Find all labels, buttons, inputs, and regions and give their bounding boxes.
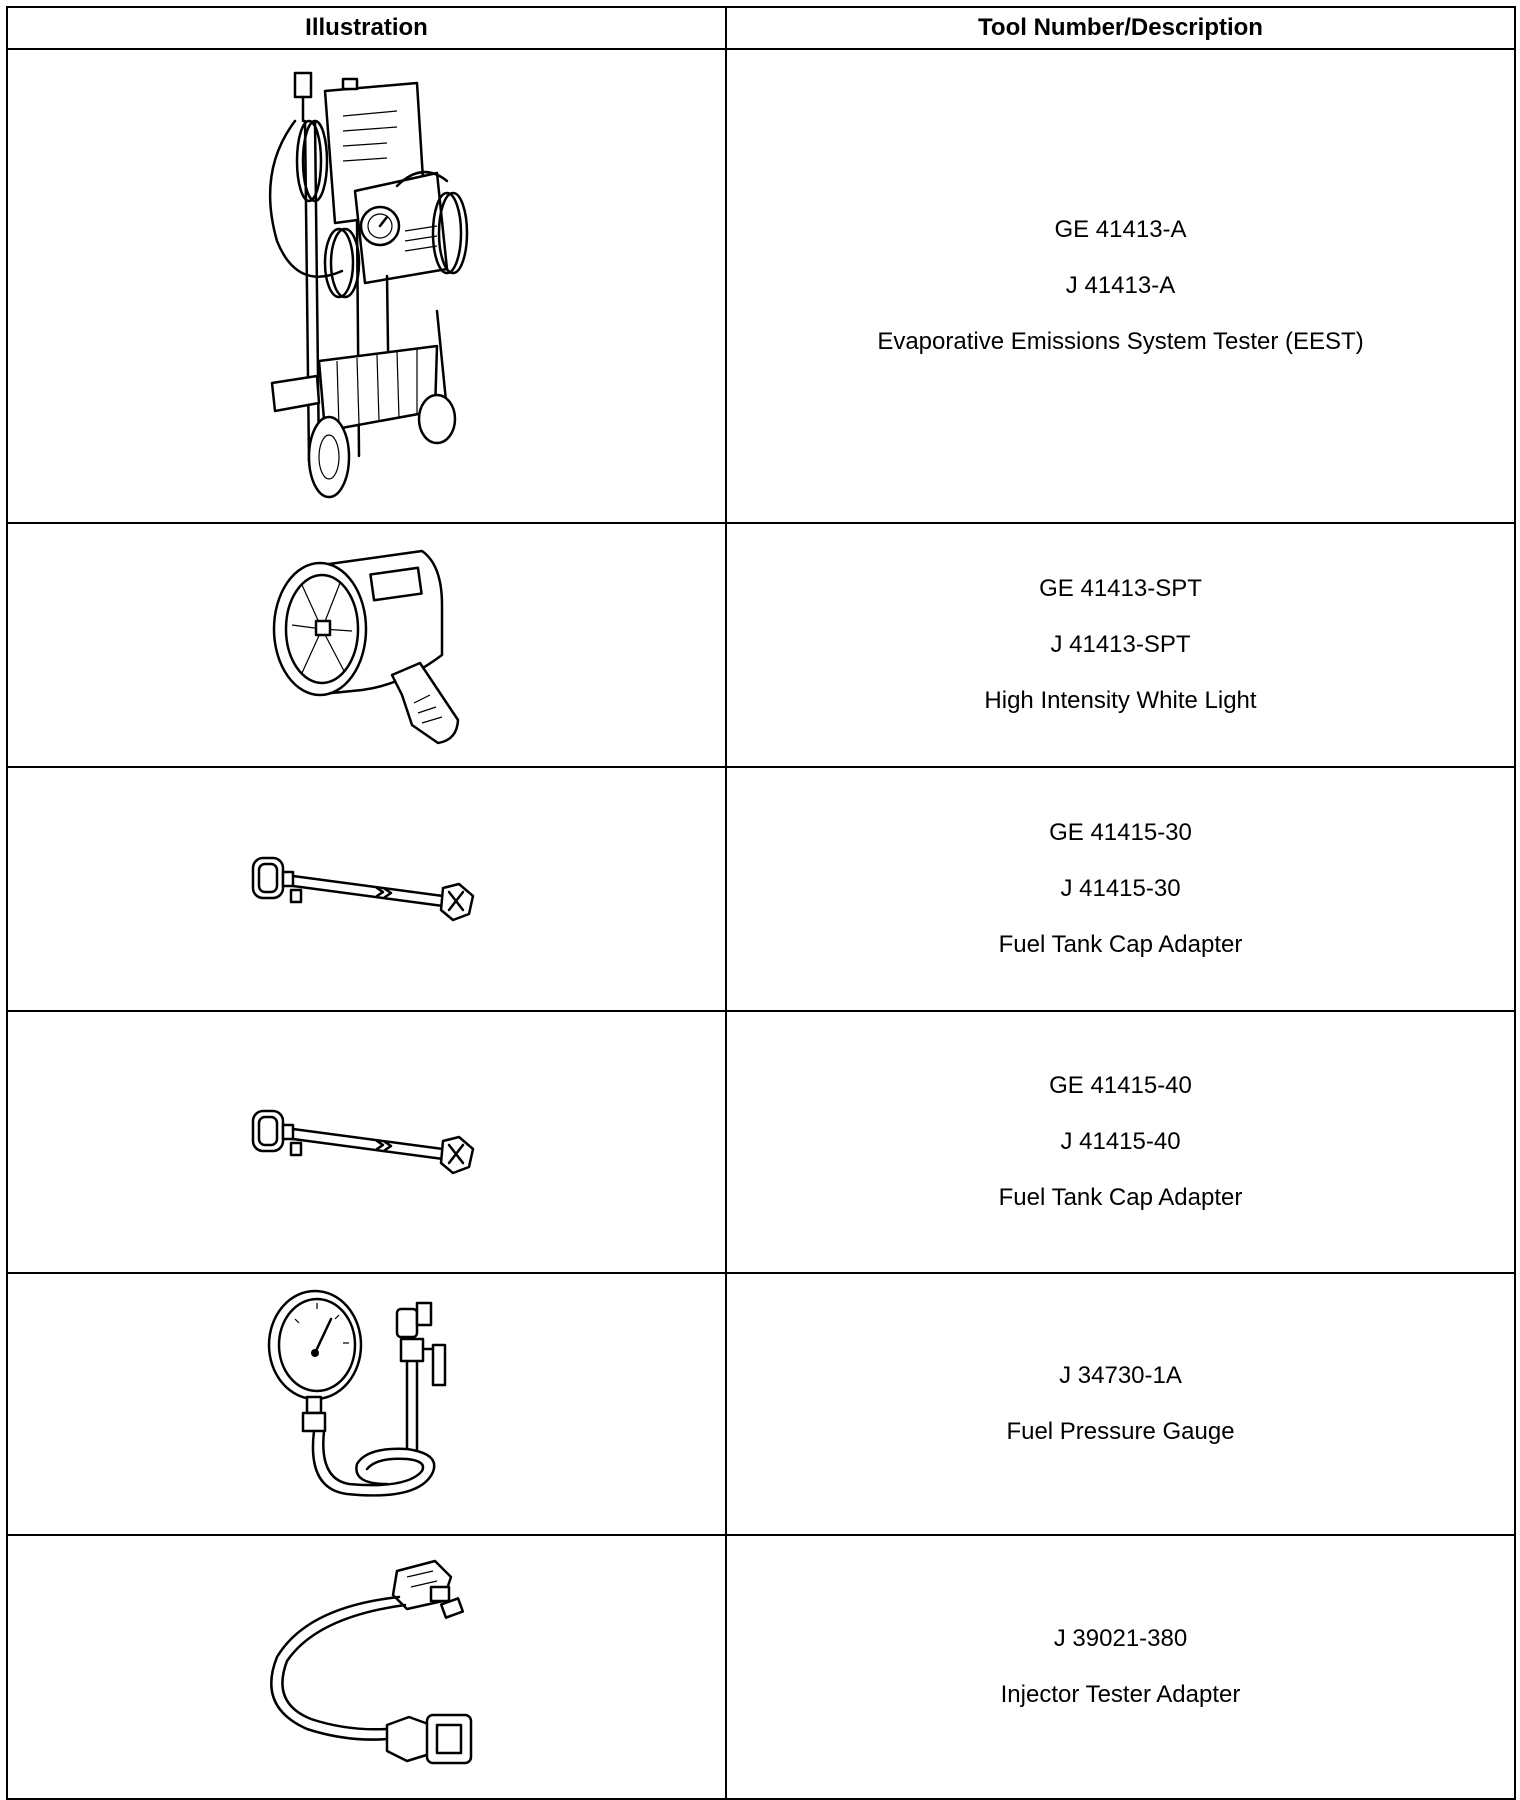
tool-description-cell: GE 41413-A J 41413-A Evaporative Emissio… [725,48,1516,524]
table-row: GE 41415-30 J 41415-30 Fuel Tank Cap Ada… [6,766,1516,1012]
tool-description: Evaporative Emissions System Tester (EES… [877,328,1364,355]
tool-number-j: J 39021-380 [1053,1625,1188,1652]
table-row: GE 41413-SPT J 41413-SPT High Intensity … [6,522,1516,768]
table-row: GE 41415-40 J 41415-40 Fuel Tank Cap Ada… [6,1010,1516,1274]
tool-description: Fuel Tank Cap Adapter [998,931,1243,958]
illustration-cell [6,766,727,1012]
fuel-tank-cap-adapter-icon [251,1109,474,1175]
tool-number-ge: GE 41415-40 [1049,1072,1192,1099]
tool-description-cell: J 39021-380 Injector Tester Adapter [725,1534,1516,1800]
illustration-cell [6,1010,727,1274]
illustration-cell [6,48,727,524]
illustration-cell [6,522,727,768]
tool-description-cell: GE 41415-30 J 41415-30 Fuel Tank Cap Ada… [725,766,1516,1012]
tool-description: Injector Tester Adapter [1000,1681,1241,1708]
special-tools-table: Illustration Tool Number/Description [6,6,1516,1800]
tool-number-j: J 41413-SPT [1050,631,1191,658]
tool-description: Fuel Tank Cap Adapter [998,1184,1243,1211]
fuel-tank-cap-adapter-icon [251,856,474,922]
tool-description-cell: GE 41415-40 J 41415-40 Fuel Tank Cap Ada… [725,1010,1516,1274]
tool-number-j: J 41413-A [1065,272,1176,299]
tool-number-ge: GE 41413-A [1054,216,1187,243]
injector-tester-adapter-icon [269,1559,472,1765]
illustration-cell [6,1534,727,1800]
tool-number-j: J 41415-40 [1060,1128,1181,1155]
tool-description: Fuel Pressure Gauge [1006,1418,1235,1445]
tool-description: High Intensity White Light [984,687,1257,714]
evaporative-emissions-tester-cart-icon [268,71,468,499]
tool-number-ge: GE 41415-30 [1049,819,1192,846]
table-row: J 34730-1A Fuel Pressure Gauge [6,1272,1516,1536]
white-light-lamp-icon [272,549,459,745]
header-tool-description: Tool Number/Description [725,6,1516,50]
fuel-pressure-gauge-icon [267,1289,446,1497]
tool-number-j: J 34730-1A [1059,1362,1182,1389]
tool-description-cell: GE 41413-SPT J 41413-SPT High Intensity … [725,522,1516,768]
header-illustration: Illustration [6,6,727,50]
table-row: GE 41413-A J 41413-A Evaporative Emissio… [6,48,1516,524]
illustration-cell [6,1272,727,1536]
tool-description-cell: J 34730-1A Fuel Pressure Gauge [725,1272,1516,1536]
table-header-row: Illustration Tool Number/Description [6,6,1516,50]
tool-number-j: J 41415-30 [1060,875,1181,902]
table-row: J 39021-380 Injector Tester Adapter [6,1534,1516,1800]
tool-number-ge: GE 41413-SPT [1039,575,1202,602]
